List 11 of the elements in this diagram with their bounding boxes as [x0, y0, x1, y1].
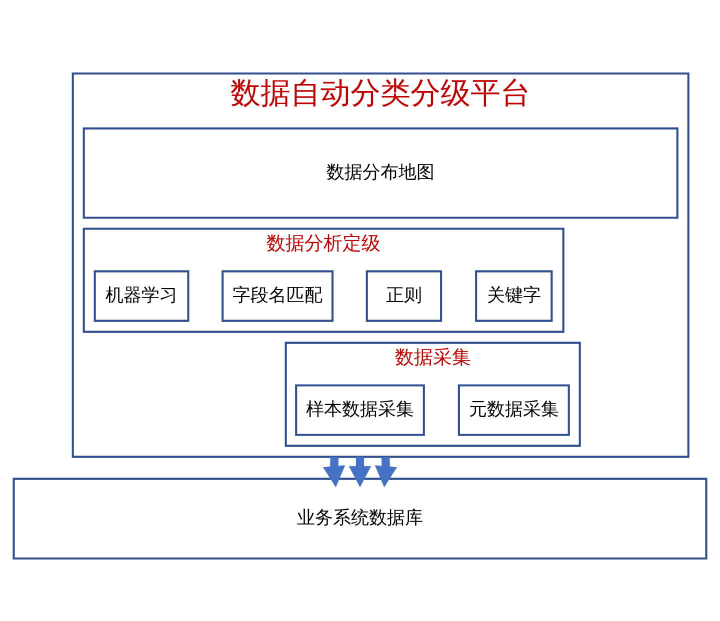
- node-box: 元数据采集: [458, 384, 570, 436]
- node-box: 关键字: [475, 270, 553, 322]
- node-box: 正则: [366, 270, 442, 322]
- node-box: 业务系统数据库: [12, 478, 708, 560]
- node-box: 数据分布地图: [82, 127, 678, 219]
- arrow: [348, 456, 372, 488]
- arrow: [374, 456, 398, 488]
- node-box: 机器学习: [94, 270, 190, 322]
- arrow: [322, 456, 346, 488]
- node-box: 样本数据采集: [295, 384, 425, 436]
- node-box: 字段名匹配: [222, 270, 334, 322]
